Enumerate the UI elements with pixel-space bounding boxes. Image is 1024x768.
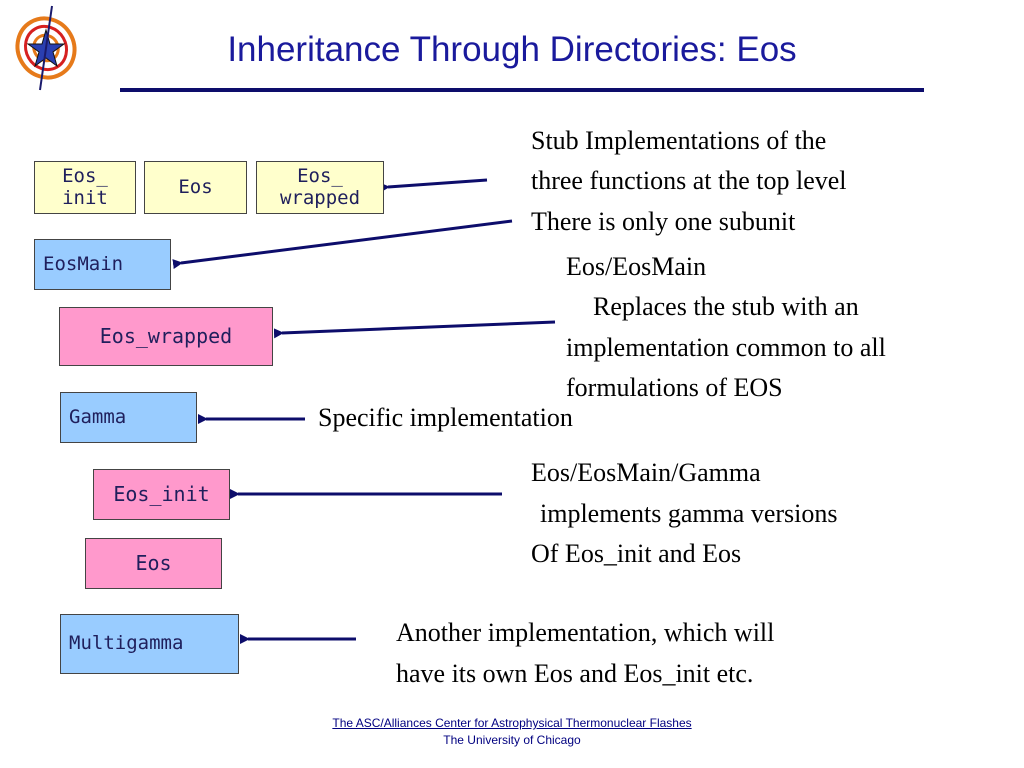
replaces-note-line2: implementation common to all bbox=[566, 333, 886, 362]
flash-center-logo-icon bbox=[15, 5, 77, 91]
title-underline bbox=[120, 88, 924, 92]
eos-wrapped-box: Eos_wrapped bbox=[59, 307, 273, 366]
arrow-left-icon bbox=[172, 219, 513, 269]
eos-init-box: Eos_init bbox=[93, 469, 230, 520]
eos-init-top-box: Eos_ init bbox=[34, 161, 136, 214]
gamma-note-line3: Of Eos_init and Eos bbox=[531, 539, 742, 568]
specific-note: Specific implementation bbox=[318, 403, 573, 432]
arrow-left-icon bbox=[379, 178, 488, 193]
gamma-note-line1: Eos/EosMain/Gamma bbox=[531, 458, 761, 487]
gamma-box: Gamma bbox=[60, 392, 197, 443]
another-note-line2: have its own Eos and Eos_init etc. bbox=[396, 659, 754, 688]
eos-box: Eos bbox=[85, 538, 222, 589]
footer-university: The University of Chicago bbox=[443, 733, 581, 747]
arrow-left-icon bbox=[273, 320, 556, 339]
stub-note-line1: Stub Implementations of the bbox=[531, 126, 827, 155]
replaces-note-line3: formulations of EOS bbox=[566, 373, 783, 402]
footer-center-link[interactable]: The ASC/Alliances Center for Astrophysic… bbox=[332, 716, 692, 730]
footer-center-name[interactable]: The ASC/Alliances Center for Astrophysic… bbox=[0, 716, 1024, 730]
eos-wrapped-top-box: Eos_ wrapped bbox=[256, 161, 384, 214]
subunit-note-line1: There is only one subunit bbox=[531, 207, 796, 236]
multigamma-box: Multigamma bbox=[60, 614, 239, 674]
eos-top-box: Eos bbox=[144, 161, 247, 214]
eosmain-box: EosMain bbox=[34, 239, 171, 290]
stub-note-line2: three functions at the top level bbox=[531, 166, 847, 195]
replaces-note-line1: Replaces the stub with an bbox=[593, 292, 859, 321]
gamma-note-line2: implements gamma versions bbox=[540, 499, 838, 528]
subunit-note-line2: Eos/EosMain bbox=[566, 252, 707, 281]
another-note-line1: Another implementation, which will bbox=[396, 618, 775, 647]
page-title: Inheritance Through Directories: Eos bbox=[227, 30, 797, 69]
